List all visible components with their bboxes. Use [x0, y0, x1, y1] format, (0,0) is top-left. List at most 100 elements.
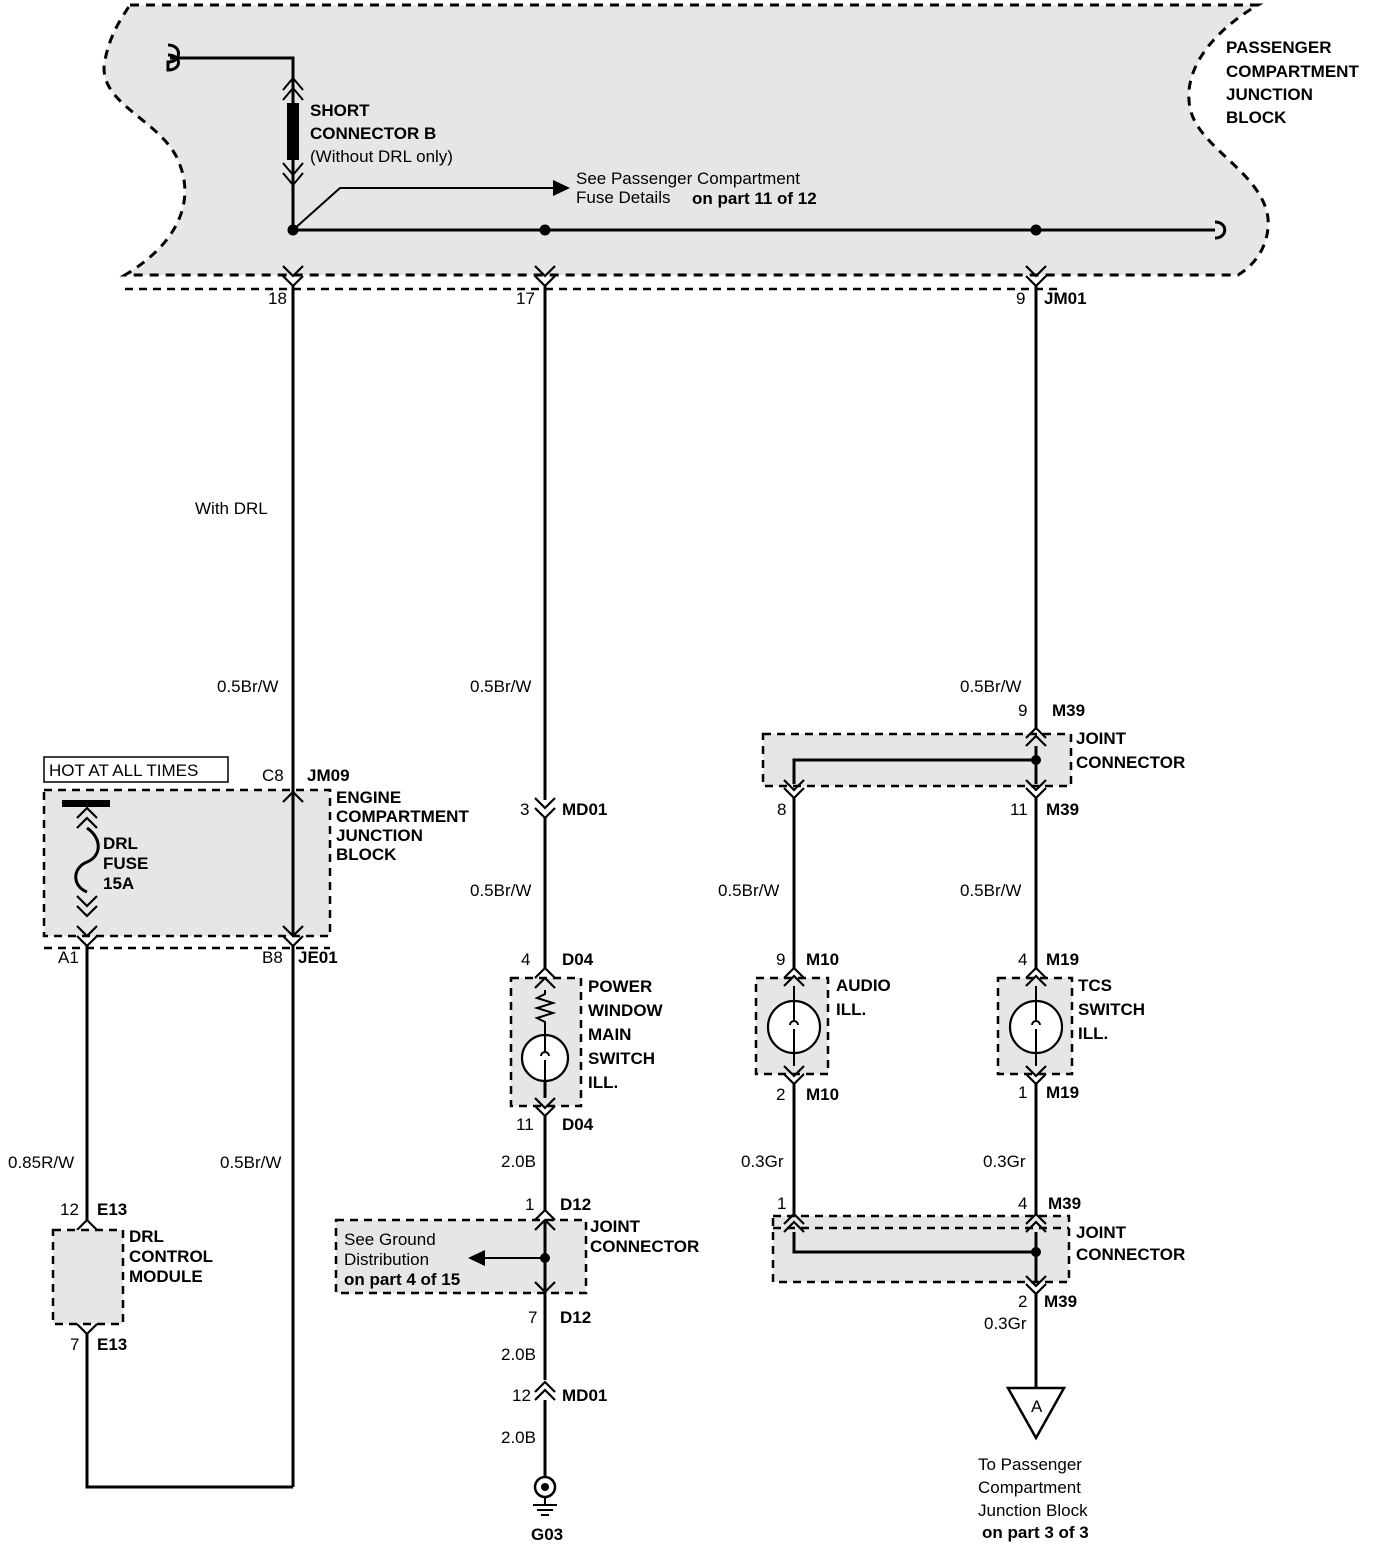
wire-d12-md01-label: 2.0B — [501, 1345, 536, 1364]
tcs-top-connector-icon — [1025, 966, 1047, 987]
drl-module-label-1: DRL — [129, 1227, 164, 1246]
ecjb-box — [42, 788, 332, 938]
m39-top-in-connector-icon — [1025, 726, 1047, 747]
ecjb-pin-c8: C8 — [262, 766, 284, 785]
wire-m19-label: 0.5Br/W — [960, 881, 1021, 900]
offpage-a-symbol: A — [1031, 1397, 1043, 1416]
d12-pin-top: 1 — [525, 1195, 534, 1214]
bus-splice-9 — [1030, 224, 1042, 236]
e13-out-connector-icon — [76, 1323, 98, 1336]
joint-d12-label-2: CONNECTOR — [590, 1237, 699, 1256]
drl-fuse-label-1: DRL — [103, 834, 138, 853]
drl-fuse-label-2: FUSE — [103, 854, 148, 873]
d12-top-connector-icon — [534, 1208, 556, 1231]
drl-module-conn-out: E13 — [97, 1335, 127, 1354]
power-window-resistor-icon — [533, 990, 557, 1034]
with-drl-label: With DRL — [195, 499, 268, 518]
drl-module-label-2: CONTROL — [129, 1247, 213, 1266]
fuse-ref-leader — [292, 187, 555, 231]
offpage-a-triangle-icon — [1005, 1386, 1067, 1441]
short-connector-label-1: SHORT — [310, 101, 370, 120]
battery-bar-icon — [62, 800, 110, 807]
d12-pin-bottom: 7 — [528, 1308, 537, 1327]
drl-module-conn-in: E13 — [97, 1200, 127, 1219]
joint-m39-top-label-1: JOINT — [1076, 729, 1127, 748]
offpage-ref: on part 3 of 3 — [982, 1523, 1089, 1542]
tcs-pin-top: 4 — [1018, 950, 1027, 969]
drl-module-pin-in: 12 — [60, 1200, 79, 1219]
offpage-label-1: To Passenger — [978, 1455, 1082, 1474]
joint-m39-bottom-bus — [792, 1232, 1036, 1254]
ground-eyelet-center-icon — [541, 1483, 549, 1491]
audio-conn-bottom: M10 — [806, 1085, 839, 1104]
power-window-filament-icon — [540, 1034, 550, 1082]
audio-label-1: AUDIO — [836, 976, 891, 995]
short-connector-b — [282, 76, 304, 187]
bus-splice-17 — [539, 224, 551, 236]
short-connector-label-2: CONNECTOR B — [310, 124, 436, 143]
audio-pin-top: 9 — [776, 950, 785, 969]
wire-18-upper-label: 0.5Br/W — [217, 677, 278, 696]
e13-in-connector-icon — [76, 1218, 98, 1231]
pcjb-connector-id: JM01 — [1044, 289, 1087, 308]
pcjb-pin-18: 18 — [268, 289, 287, 308]
wire-b8-label: 0.5Br/W — [220, 1153, 281, 1172]
md01-conn-top: MD01 — [562, 800, 607, 819]
joint-m39-top-left-bus — [792, 758, 1036, 784]
wire-m19-gr-label: 0.3Gr — [983, 1152, 1026, 1171]
m39-top-conn-in: M39 — [1052, 701, 1085, 720]
joint-m39-top-label-2: CONNECTOR — [1076, 753, 1185, 772]
fuse-ref-line2a: Fuse Details — [576, 188, 670, 207]
m39-bottom-pin-out: 2 — [1018, 1292, 1027, 1311]
m39-top-pin-right: 11 — [1010, 800, 1028, 819]
tcs-label-3: ILL. — [1078, 1024, 1108, 1043]
md01-conn-bottom: MD01 — [562, 1386, 607, 1405]
audio-conn-top: M10 — [806, 950, 839, 969]
tcs-label-2: SWITCH — [1078, 1000, 1145, 1019]
joint-m39-bottom-label-1: JOINT — [1076, 1223, 1127, 1242]
wire-md01-g03-label: 2.0B — [501, 1428, 536, 1447]
wire-out-gr-label: 0.3Gr — [984, 1314, 1027, 1333]
m39-bottom-pin4-connector-icon — [1025, 1212, 1047, 1233]
m39-bottom-conn-right: M39 — [1048, 1194, 1081, 1213]
m39-bottom-pin1-connector-icon — [783, 1212, 805, 1233]
d04-pin-bottom: 11 — [516, 1115, 534, 1134]
m39-top-pin-in: 9 — [1018, 701, 1027, 720]
pcjb-label-4: BLOCK — [1226, 108, 1287, 127]
joint-m39-bottom-box — [771, 1214, 1071, 1284]
power-window-label-1: POWER — [588, 977, 652, 996]
wire-9-upper-label: 0.5Br/W — [960, 677, 1021, 696]
ecjb-conn-jm09: JM09 — [307, 766, 350, 785]
power-window-label-3: MAIN — [588, 1025, 631, 1044]
drl-module-box — [51, 1228, 125, 1326]
joint-m39-bottom-label-2: CONNECTOR — [1076, 1245, 1185, 1264]
ground-ref-arrow-icon — [468, 1250, 485, 1266]
tcs-filament-icon — [1031, 986, 1041, 1066]
audio-label-2: ILL. — [836, 1000, 866, 1019]
joint-d12-label-1: JOINT — [590, 1217, 641, 1236]
offpage-label-2: Compartment — [978, 1478, 1081, 1497]
pcjb-block — [102, 3, 1270, 291]
pcjb-label-2: COMPARTMENT — [1226, 62, 1359, 81]
fuse-bottom-connector-icon — [76, 895, 98, 918]
ecjb-label-1: ENGINE — [336, 788, 401, 807]
md01-pin-bottom: 12 — [512, 1386, 531, 1405]
wire-m10-gr-label: 0.3Gr — [741, 1152, 784, 1171]
d04-conn-top: D04 — [562, 950, 594, 969]
ecjb-label-4: BLOCK — [336, 845, 397, 864]
joint-m39-top-box — [761, 732, 1073, 788]
tcs-pin-bottom: 1 — [1018, 1083, 1027, 1102]
hot-at-all-times-box — [43, 756, 229, 783]
tcs-label-1: TCS — [1078, 976, 1112, 995]
wire-d04-d12-label: 2.0B — [501, 1152, 536, 1171]
ground-ref-line1: See Ground — [344, 1230, 436, 1249]
pcjb-label-3: JUNCTION — [1226, 85, 1313, 104]
power-window-label-2: WINDOW — [588, 1001, 664, 1020]
fuse-top-connector-icon — [76, 806, 98, 829]
md01-top-connector-icon — [534, 797, 556, 820]
drl-module-pin-out: 7 — [70, 1335, 79, 1354]
ground-ref-line2: Distribution — [344, 1250, 429, 1269]
fuse-ref-arrow-icon — [553, 180, 570, 196]
ground-ref-line3: on part 4 of 15 — [344, 1270, 460, 1289]
md01-bottom-connector-icon — [534, 1380, 556, 1401]
